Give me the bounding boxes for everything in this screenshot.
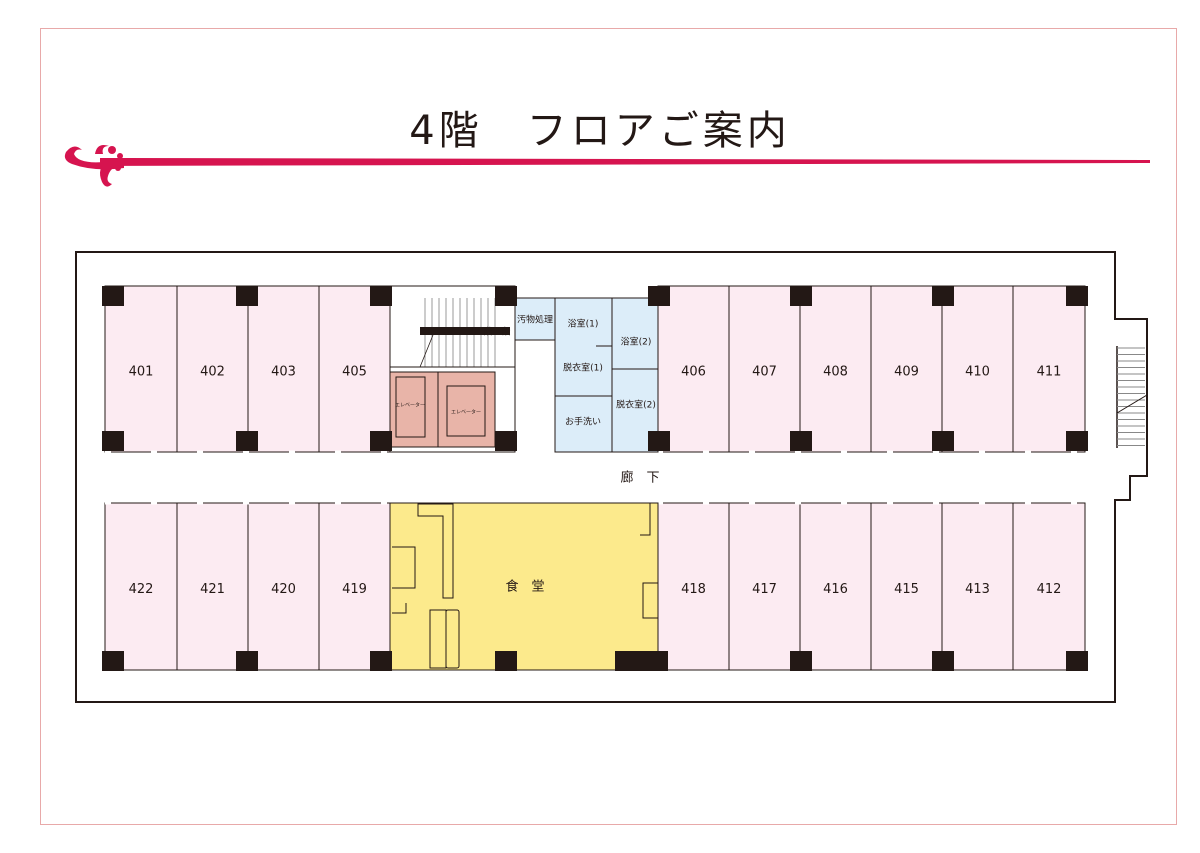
pillar [370, 286, 392, 306]
pillar [236, 431, 258, 451]
pillar [236, 651, 258, 671]
room-number: 421 [200, 582, 225, 597]
rooms: 401 402 403 405 406 407 408 409 410 411 422 421 420 4… [104, 285, 1086, 671]
pillar [370, 651, 392, 671]
pillar [1066, 431, 1088, 451]
ornament-divider [64, 145, 1150, 187]
pillar [495, 286, 517, 306]
room-420[interactable]: 420 [247, 502, 320, 671]
dressing-1-label: 脱衣室(1) [563, 362, 603, 374]
room-number: 412 [1037, 582, 1062, 597]
room-408[interactable]: 408 [799, 285, 872, 453]
bath-2-label: 浴室(2) [621, 336, 652, 348]
pillar [790, 286, 812, 306]
pillar [932, 286, 954, 306]
elevator-2[interactable]: エレベーター [451, 409, 481, 416]
pillar [236, 286, 258, 306]
room-number: 418 [681, 582, 706, 597]
pillar [932, 651, 954, 671]
room-number: 417 [752, 582, 777, 597]
room-number: 409 [894, 365, 919, 380]
room-418[interactable]: 418 [657, 502, 730, 671]
room-number: 422 [129, 582, 154, 597]
washroom-label: お手洗い [565, 416, 601, 428]
room-number: 408 [823, 365, 848, 380]
bath-1-label: 浴室(1) [568, 318, 599, 330]
room-number: 403 [271, 365, 296, 380]
pillar [790, 651, 812, 671]
room-419[interactable]: 419 [318, 502, 391, 671]
room-409[interactable]: 409 [870, 285, 943, 453]
room-number: 407 [752, 365, 777, 380]
corridor: 廊 下 [620, 470, 659, 486]
pillar [370, 431, 392, 451]
corridor-label: 廊 下 [620, 470, 659, 486]
room-413[interactable]: 413 [941, 502, 1014, 671]
room-number: 410 [965, 365, 990, 380]
pillar [495, 651, 517, 671]
room-405[interactable]: 405 [318, 285, 391, 453]
room-number: 406 [681, 365, 706, 380]
pillar [648, 286, 670, 306]
building-outline [75, 251, 1148, 703]
room-403[interactable]: 403 [247, 285, 320, 453]
room-422[interactable]: 422 [104, 502, 178, 671]
room-411[interactable]: 411 [1012, 285, 1086, 453]
room-415[interactable]: 415 [870, 502, 943, 671]
room-number: 402 [200, 365, 225, 380]
side-stairs [1116, 346, 1148, 448]
room-417[interactable]: 417 [728, 502, 801, 671]
page-frame [40, 28, 1177, 825]
dining-hall: 食 堂 [389, 502, 659, 671]
room-number: 419 [342, 582, 367, 597]
room-406[interactable]: 406 [657, 285, 730, 453]
elevator-1[interactable]: エレベーター [395, 402, 425, 409]
room-number: 411 [1037, 365, 1062, 380]
pillar [790, 431, 812, 451]
pillar [932, 431, 954, 451]
pillar [102, 651, 124, 671]
room-number: 415 [894, 582, 919, 597]
room-number: 405 [342, 365, 367, 380]
room-number: 420 [271, 582, 296, 597]
room-416[interactable]: 416 [799, 502, 872, 671]
room-407[interactable]: 407 [728, 285, 801, 453]
room-402[interactable]: 402 [176, 285, 249, 453]
pillar [1066, 651, 1088, 671]
dining-label: 食 堂 [505, 579, 544, 595]
room-401[interactable]: 401 [104, 285, 178, 453]
pillar [615, 651, 668, 671]
stairs-label: 階 段 [483, 326, 510, 338]
pillars [102, 286, 1088, 671]
room-number: 401 [129, 365, 154, 380]
page-title: 4階 フロアご案内 [409, 108, 791, 154]
pillar [102, 431, 124, 451]
room-410[interactable]: 410 [941, 285, 1014, 453]
pillar [102, 286, 124, 306]
room-number: 413 [965, 582, 990, 597]
room-421[interactable]: 421 [176, 502, 249, 671]
core-area: 階 段 エレベーター エレベーター 汚物処理 浴室(1) 脱衣室(1) お手洗い… [389, 285, 659, 453]
soiled-room-label: 汚物処理 [517, 314, 553, 326]
dressing-2-label: 脱衣室(2) [616, 399, 656, 411]
pillar [495, 431, 517, 451]
room-number: 416 [823, 582, 848, 597]
room-412[interactable]: 412 [1012, 502, 1086, 671]
pillar [648, 431, 670, 451]
pillar [1066, 286, 1088, 306]
